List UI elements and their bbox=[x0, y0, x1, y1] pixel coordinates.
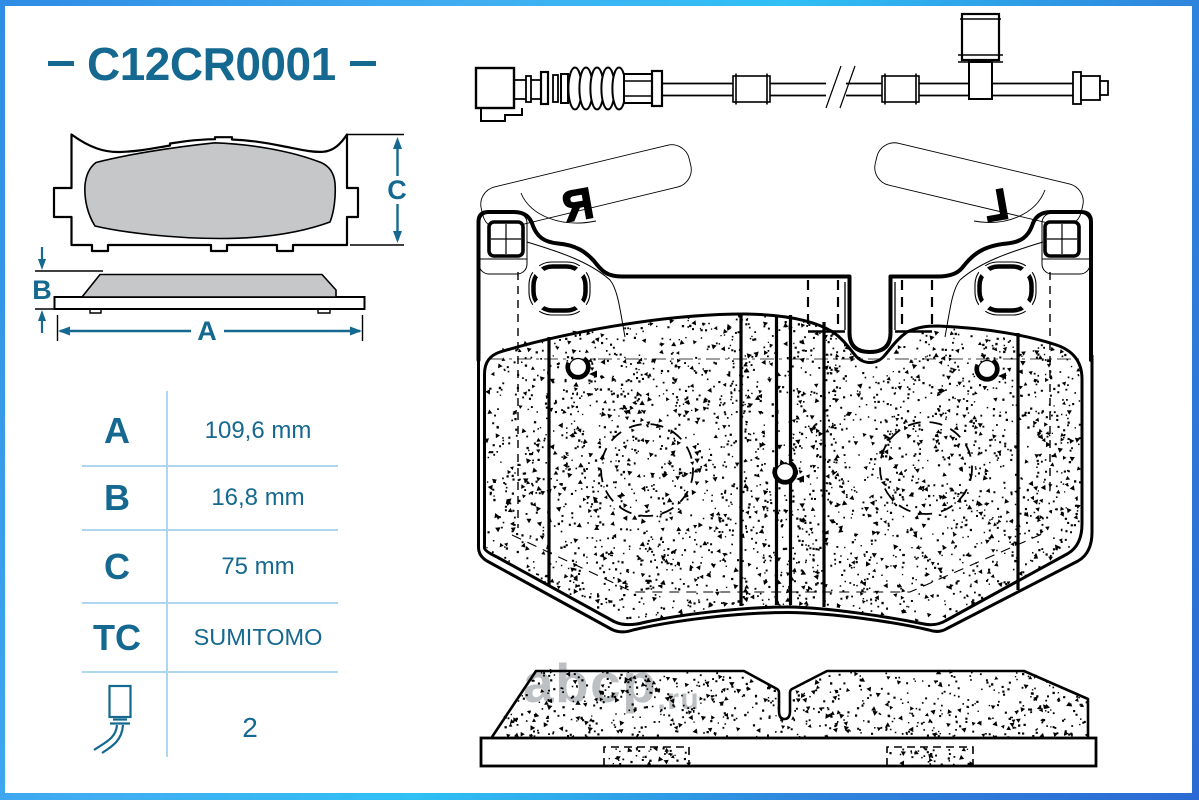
svg-text:SUMITOMO: SUMITOMO bbox=[194, 624, 323, 650]
svg-text:109,6 mm: 109,6 mm bbox=[205, 417, 312, 444]
svg-text:C: C bbox=[387, 175, 407, 205]
svg-text:B: B bbox=[104, 477, 130, 518]
svg-text:C12CR0001: C12CR0001 bbox=[87, 38, 336, 90]
svg-text:TC: TC bbox=[93, 617, 141, 658]
svg-text:C: C bbox=[104, 546, 130, 587]
svg-text:2: 2 bbox=[242, 712, 258, 743]
svg-text:A: A bbox=[104, 410, 130, 451]
svg-text:75 mm: 75 mm bbox=[221, 553, 294, 580]
svg-text:A: A bbox=[197, 316, 217, 346]
svg-text:16,8 mm: 16,8 mm bbox=[211, 484, 304, 511]
svg-text:B: B bbox=[32, 275, 52, 305]
